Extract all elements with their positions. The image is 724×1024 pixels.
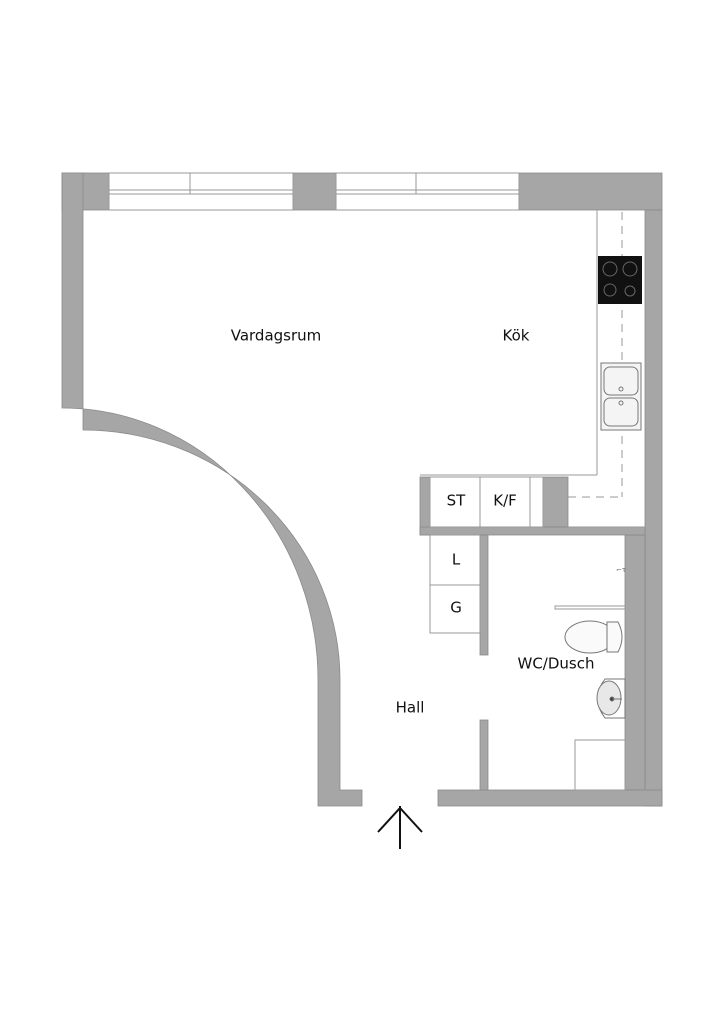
shower-rod: ⌐τ [554, 566, 626, 610]
closet-l [429, 534, 481, 586]
stove-cabinet [429, 476, 481, 528]
label-closet-g: G [450, 599, 462, 617]
toilet-icon [564, 620, 623, 654]
room-label-living: Vardagsrum [231, 327, 322, 345]
window-left [108, 172, 294, 211]
wall-right [644, 209, 663, 807]
wall-bottom [437, 789, 663, 807]
wall-bath-top [419, 526, 646, 536]
window-right [335, 172, 520, 211]
counter-end [529, 476, 544, 528]
room-label-bathroom: WC/Dusch [518, 655, 595, 673]
label-stove-cabinet: ST [447, 492, 467, 510]
wall-curved [61, 172, 363, 807]
wall-top-right [518, 172, 663, 211]
wall-bath-left-lower [479, 719, 489, 791]
wall-bath-left-upper [479, 534, 489, 656]
room-label-kitchen: Kök [503, 327, 530, 345]
kitchen-sink-icon [600, 362, 642, 431]
wall-bath-right [624, 534, 646, 791]
stove-icon [598, 256, 642, 304]
wall-st-left [419, 476, 431, 536]
label-closet-l: L [452, 551, 461, 569]
label-fridge-freezer: K/F [493, 492, 517, 510]
room-label-hall: Hall [396, 699, 425, 717]
wall-pillar [542, 476, 569, 528]
wall-top-middle [292, 172, 337, 211]
closet-g [429, 584, 481, 634]
bathroom-sink-icon [596, 678, 626, 719]
svg-text:⌐τ: ⌐τ [616, 566, 626, 574]
shower-area [574, 739, 626, 791]
entrance-arrow-icon [377, 806, 423, 849]
